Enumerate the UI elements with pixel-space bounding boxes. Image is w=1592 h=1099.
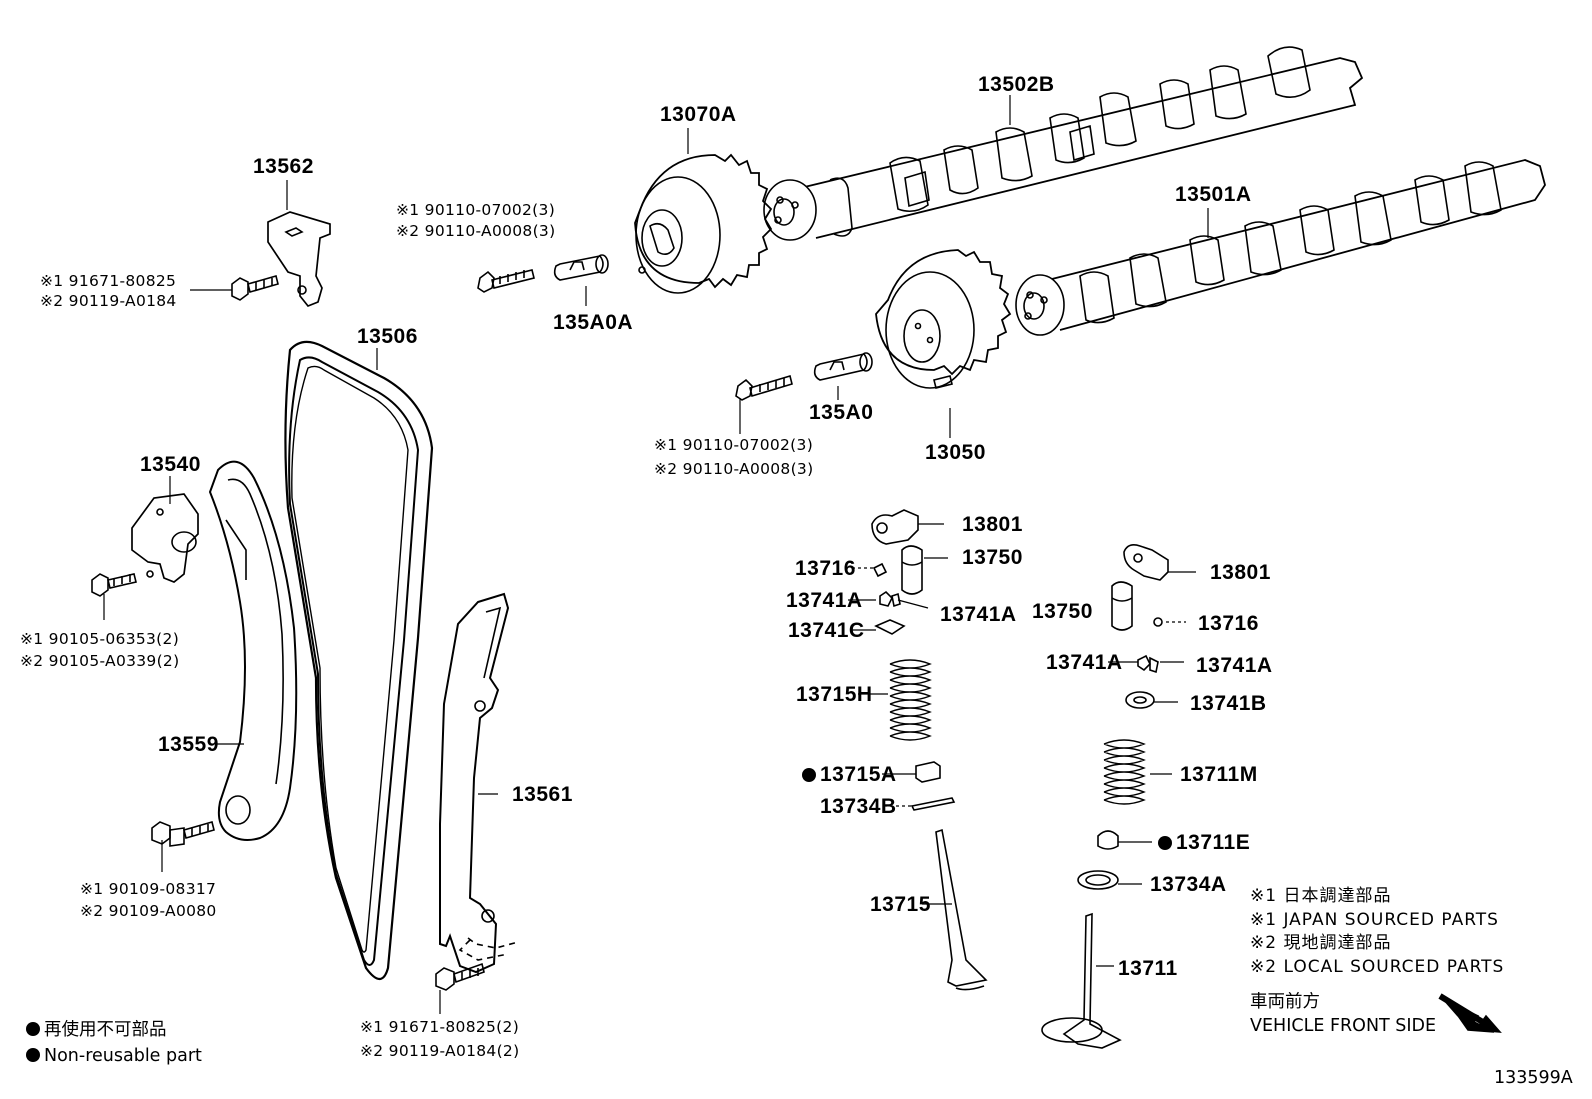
retainer-13741C xyxy=(874,619,906,635)
label-13501A: 13501A xyxy=(1175,183,1252,206)
keeper-13741A-right xyxy=(1137,654,1159,674)
leader-lines xyxy=(103,95,1209,1014)
retainer-13741B xyxy=(1125,691,1155,709)
bolt-91671-lower xyxy=(435,962,485,991)
legend-japan-sourced-jp: ※1 日本調達部品 xyxy=(1250,886,1392,906)
label-13716-right: 13716 xyxy=(1198,612,1259,635)
label-13715A: 13715A xyxy=(802,764,897,785)
label-13050: 13050 xyxy=(925,441,986,464)
bracket-13562 xyxy=(267,211,331,308)
note-bolt-13561-local: ※2 90119-A0184(2) xyxy=(360,1042,520,1060)
bolt-90109 xyxy=(151,821,215,847)
legend-non-reusable-jp: 再使用不可部品 xyxy=(26,1020,167,1040)
ball-13716-left xyxy=(872,562,888,578)
note-bolt-13050-local: ※2 90110-A0008(3) xyxy=(654,460,814,478)
note-bolt-13559-local: ※2 90109-A0080 xyxy=(80,902,217,920)
oil-seal-13715A xyxy=(915,761,941,783)
tensioner-arm-13559 xyxy=(208,460,298,841)
label-13502B: 13502B xyxy=(978,73,1055,96)
note-bolt-13070A-jp: ※1 90110-07002(3) xyxy=(396,201,556,219)
label-13741C: 13741C xyxy=(788,619,865,642)
note-bolt-13050-jp: ※1 90110-07002(3) xyxy=(654,436,814,454)
keeper-13741A-left xyxy=(879,590,901,608)
non-reusable-dot-icon xyxy=(26,1022,40,1036)
legend-front-side-en: VEHICLE FRONT SIDE xyxy=(1250,1016,1437,1036)
cam-timing-gear-13050 xyxy=(875,249,1012,389)
note-bolt-13561-jp: ※1 91671-80825(2) xyxy=(360,1018,520,1036)
bolt-90110-lower xyxy=(735,374,793,401)
legend-front-side-jp: 車両前方 xyxy=(1250,992,1320,1012)
rocker-arm-13801-left xyxy=(871,509,919,545)
label-13734A: 13734A xyxy=(1150,873,1227,896)
legend-non-reusable-jp-text: 再使用不可部品 xyxy=(44,1020,167,1040)
legend-non-reusable-en: Non-reusable part xyxy=(26,1046,202,1066)
label-13716-left: 13716 xyxy=(795,557,856,580)
label-13801-left: 13801 xyxy=(962,513,1023,536)
rocker-arm-13801-right xyxy=(1123,544,1169,581)
label-13711M: 13711M xyxy=(1180,763,1258,786)
note-bolt-13562-jp: ※1 91671-80825 xyxy=(40,272,177,290)
non-reusable-dot-icon xyxy=(1158,836,1172,850)
label-13562: 13562 xyxy=(253,155,314,178)
label-13741A-right-2: 13741A xyxy=(1196,654,1273,677)
oil-seal-13711E xyxy=(1097,830,1119,850)
non-reusable-dot-icon xyxy=(26,1048,40,1062)
label-13741A-left-2: 13741A xyxy=(940,603,1017,626)
valve-spring-13715H xyxy=(889,659,932,741)
legend-non-reusable-en-text: Non-reusable part xyxy=(44,1046,202,1066)
note-bolt-13070A-local: ※2 90110-A0008(3) xyxy=(396,222,556,240)
note-bolt-13562-local: ※2 90119-A0184 xyxy=(40,292,177,310)
label-13741B: 13741B xyxy=(1190,692,1267,715)
valve-13715 xyxy=(935,828,988,991)
label-13715: 13715 xyxy=(870,893,931,916)
label-13715A-text: 13715A xyxy=(820,763,897,786)
label-13801-right: 13801 xyxy=(1210,561,1271,584)
label-13741A-left-1: 13741A xyxy=(786,589,863,612)
diagram-id: 133599A xyxy=(1494,1068,1573,1088)
label-13711E-text: 13711E xyxy=(1176,831,1251,854)
bolt-91671-80825 xyxy=(231,275,279,301)
bolt-90105 xyxy=(91,573,137,597)
note-bolt-13559-jp: ※1 90109-08317 xyxy=(80,880,217,898)
ball-13716-right xyxy=(1153,617,1163,627)
label-13559: 13559 xyxy=(158,733,219,756)
label-135A0: 135A0 xyxy=(809,401,874,424)
sleeve-135A0 xyxy=(813,352,873,381)
note-bolt-13540-local: ※2 90105-A0339(2) xyxy=(20,652,180,670)
label-13561: 13561 xyxy=(512,783,573,806)
label-13540: 13540 xyxy=(140,453,201,476)
tensioner-13540 xyxy=(131,493,199,583)
label-13715H: 13715H xyxy=(796,683,873,706)
label-13711E: 13711E xyxy=(1158,832,1250,853)
chain-guide-13561 xyxy=(439,592,519,974)
camshaft-13502B xyxy=(763,46,1364,241)
label-13506: 13506 xyxy=(357,325,418,348)
lash-adjuster-13750-left xyxy=(901,545,923,595)
bolt-90110-upper xyxy=(477,269,535,293)
non-reusable-dot-icon xyxy=(802,768,816,782)
legend-japan-sourced-en: ※1 JAPAN SOURCED PARTS xyxy=(1250,910,1499,930)
legend-local-sourced-en: ※2 LOCAL SOURCED PARTS xyxy=(1250,957,1505,977)
label-13750-left: 13750 xyxy=(962,546,1023,569)
cam-timing-gear-13070A xyxy=(634,153,773,294)
valve-spring-13711M xyxy=(1103,739,1146,805)
washer-13734A xyxy=(1077,870,1119,890)
timing-chain-13506 xyxy=(284,340,434,981)
camshaft-13501A xyxy=(1015,159,1546,336)
label-13070A: 13070A xyxy=(660,103,737,126)
legend-local-sourced-jp: ※2 現地調達部品 xyxy=(1250,933,1392,953)
label-13750-right: 13750 xyxy=(1032,600,1093,623)
label-13711: 13711 xyxy=(1118,957,1178,980)
lash-adjuster-13750-right xyxy=(1111,581,1133,631)
label-135A0A: 135A0A xyxy=(553,311,634,334)
front-arrow-icon xyxy=(1438,993,1502,1033)
valve-13711 xyxy=(1041,912,1122,1049)
valve-guide-13734B xyxy=(910,797,956,811)
label-13734B: 13734B xyxy=(820,795,897,818)
label-13741A-right-1: 13741A xyxy=(1046,651,1123,674)
note-bolt-13540-jp: ※1 90105-06353(2) xyxy=(20,630,180,648)
sleeve-135A0A xyxy=(553,254,609,281)
